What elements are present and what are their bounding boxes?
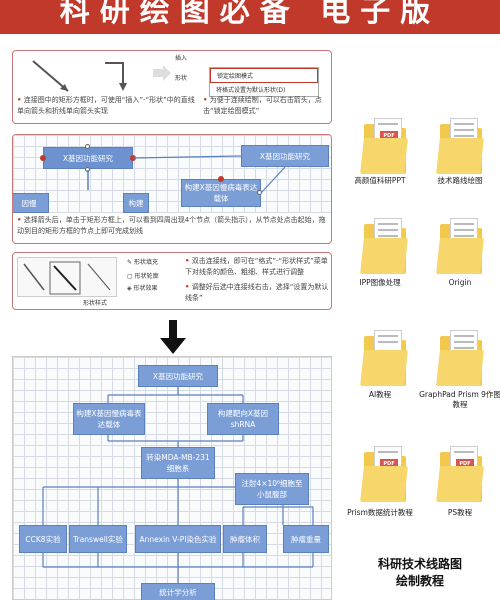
folder-icon[interactable] — [360, 330, 408, 386]
menu-set-default-shape[interactable]: 将格式设置为默认形状(D) — [216, 87, 286, 94]
folder-icon[interactable]: PDF — [436, 446, 484, 502]
sidebar-footer-line2: 绘制教程 — [395, 574, 444, 588]
node-function-study-label: X基因功能研究 — [62, 153, 114, 163]
note-line-style-1: • 双击连接线，即可在“格式”-“形状样式”菜单下对线条的颜色、粗细、样式进行调… — [185, 257, 328, 276]
context-menu: 锁定绘图模式 将格式设置为默认形状(D) — [209, 67, 319, 97]
flow-node-function-study[interactable]: X基因功能研究 — [138, 365, 218, 387]
ribbon-tab-insert[interactable]: 插入 — [175, 55, 188, 62]
folder-icon[interactable]: PDF — [360, 118, 408, 174]
note-connectors-text: 选择箭头后，单击于矩形方框上，可以看到四周出现4个节点（箭头指示），从节点处点击… — [17, 216, 326, 235]
flowchart-canvas: X基因功能研究 构建X基因慢病毒表达载体 构建靶向X基因shRNA 转染MDA-… — [12, 356, 332, 600]
effects-option[interactable]: ◈ 形状效果 — [127, 283, 158, 292]
flow-node-transwell-label: Transwell实验 — [73, 534, 123, 544]
effects-icon: ◈ — [127, 285, 132, 292]
flow-node-cck8-label: CCK8实验 — [25, 534, 61, 544]
fill-icon: ✎ — [127, 259, 133, 266]
folder-label-roadmap: 技术路线绘图 — [437, 176, 483, 185]
tutorial-panel-line-style: ✎ 形状填充 ▢ 形状轮廓 ◈ 形状效果 形状样式 • 双击连接线，即可在“格式… — [12, 252, 332, 310]
note-line-style-2-text: 调整好后选中连接线右击，选择“设置为默认线条” — [185, 283, 329, 302]
arrow-shapes-illustration — [32, 60, 171, 92]
sidebar-footer-line1: 科研技术线路图 — [377, 557, 462, 571]
connector-node[interactable] — [85, 144, 90, 149]
outline-label: 形状轮廓 — [134, 273, 159, 280]
flow-node-shrna[interactable]: 构建靶向X基因shRNA — [207, 403, 279, 435]
node-partial-left-label: 因慢 — [21, 198, 37, 208]
note-right: • 为便于连续绘制，可以右击箭头，点击“锁定绘图模式” — [203, 96, 322, 115]
folder-label-origin: Origin — [448, 278, 472, 287]
flow-node-tumor-weight-label: 肿瘤重量 — [291, 534, 321, 544]
outline-option[interactable]: ▢ 形状轮廓 — [127, 271, 159, 280]
flow-node-injection[interactable]: 注射4×10⁶细胞至小鼠腹部 — [235, 473, 309, 505]
flow-node-tumor-volume[interactable]: 肿瘤体积 — [223, 525, 267, 553]
note-line-style-1-text: 双击连接线，即可在“格式”-“形状样式”菜单下对线条的颜色、粗细、样式进行调整 — [185, 257, 328, 276]
connector-handle[interactable] — [218, 176, 224, 182]
fill-option[interactable]: ✎ 形状填充 — [127, 257, 158, 266]
folder-label-ipp: IPP图像处理 — [359, 278, 401, 287]
flow-node-tumor-volume-label: 肿瘤体积 — [230, 534, 260, 544]
title-banner: 科研绘图必备 电子版 — [0, 0, 500, 34]
ribbon-tab-shapes[interactable]: 形状 — [175, 75, 188, 82]
flow-node-annexin-label: Annexin V-PI染色实验 — [139, 534, 217, 544]
node-partial-right[interactable]: 构建 — [123, 193, 149, 213]
flow-node-annexin[interactable]: Annexin V-PI染色实验 — [135, 525, 221, 553]
outline-icon: ▢ — [127, 273, 133, 280]
flow-node-statistics-label: 统计学分析 — [159, 587, 197, 597]
folder-icon[interactable] — [436, 118, 484, 174]
connector-handle[interactable] — [40, 155, 46, 161]
flow-node-transfection-label: 转染MDA-MB-231细胞系 — [146, 453, 210, 473]
flow-node-injection-label: 注射4×10⁶细胞至小鼠腹部 — [241, 479, 303, 499]
flow-node-cck8[interactable]: CCK8实验 — [19, 525, 67, 553]
menu-lock-drawing-mode[interactable]: 锁定绘图模式 — [210, 68, 318, 83]
node-function-study-right-label: X基因功能研究 — [259, 151, 311, 161]
effects-label: 形状效果 — [133, 285, 158, 292]
flow-node-function-study-label: X基因功能研究 — [152, 371, 204, 381]
note-left-text: 连接图中的矩形方框时，可使用“插入”-“形状”中的直线单向箭头和折线单向箭头实现 — [17, 96, 195, 115]
banner-title: 科研绘图必备 电子版 — [59, 0, 441, 29]
note-right-text: 为便于连续绘制，可以右击箭头，点击“锁定绘图模式” — [203, 96, 322, 115]
connector-lines — [87, 155, 286, 194]
folder-label-ai: AI教程 — [368, 390, 392, 399]
flow-node-statistics[interactable]: 统计学分析 — [141, 583, 215, 600]
folder-icon[interactable] — [436, 218, 484, 274]
folder-label-ppt: 高颜值科研PPT — [354, 176, 406, 185]
tutorial-panel-arrows: 插入 形状 锁定绘图模式 将格式设置为默认形状(D) • 连接图中的矩形方框时，… — [12, 50, 332, 124]
tutorial-panel-connectors: X基因功能研究 X基因功能研究 构建X基因慢病毒表达载体 因慢 构建 • 选择箭… — [12, 134, 332, 244]
note-left: • 连接图中的矩形方框时，可使用“插入”-“形状”中的直线单向箭头和折线单向箭头… — [17, 96, 195, 115]
folder-icon[interactable]: PDF — [360, 446, 408, 502]
node-partial-left[interactable]: 因慢 — [13, 193, 49, 213]
shape-style-gallery — [17, 257, 117, 297]
flow-node-lentivirus[interactable]: 构建X基因慢病毒表达载体 — [73, 403, 145, 435]
down-arrow-icon — [160, 320, 186, 354]
note-connectors: • 选择箭头后，单击于矩形方框上，可以看到四周出现4个节点（箭头指示），从节点处… — [17, 216, 326, 235]
fill-label: 形状填充 — [133, 259, 158, 266]
folder-label-ps: PS教程 — [447, 508, 473, 517]
folder-icon[interactable] — [436, 330, 484, 386]
folder-label-prism9: GraphPad Prism 9作图教程 — [419, 390, 500, 409]
flow-node-transwell[interactable]: Transwell实验 — [69, 525, 127, 553]
line-style-samples[interactable] — [18, 258, 118, 298]
node-function-study-right[interactable]: X基因功能研究 — [241, 145, 329, 167]
shape-styles-group-label: 形状样式 — [83, 300, 108, 307]
flowchart-connectors — [42, 387, 314, 583]
node-lentivirus-label: 构建X基因慢病毒表达载体 — [184, 183, 258, 203]
flow-node-tumor-weight[interactable]: 肿瘤重量 — [283, 525, 329, 553]
note-line-style-2: • 调整好后选中连接线右击，选择“设置为默认线条” — [185, 283, 329, 302]
flow-node-lentivirus-label: 构建X基因慢病毒表达载体 — [76, 409, 142, 429]
node-partial-right-label: 构建 — [128, 198, 144, 208]
sidebar-footer-title: 科研技术线路图 绘制教程 — [360, 556, 480, 590]
flow-node-shrna-label: 构建靶向X基因shRNA — [217, 409, 269, 429]
node-lentivirus[interactable]: 构建X基因慢病毒表达载体 — [181, 179, 261, 207]
folder-label-prism-stats: Prism数据统计教程 — [347, 508, 413, 517]
folder-icon[interactable] — [360, 218, 408, 274]
flow-node-transfection[interactable]: 转染MDA-MB-231细胞系 — [141, 447, 215, 479]
